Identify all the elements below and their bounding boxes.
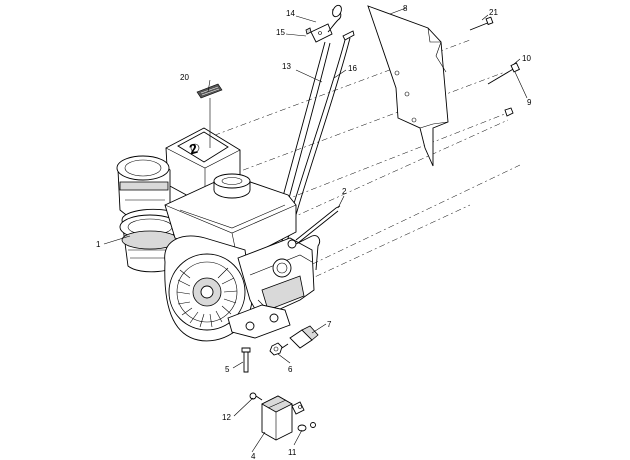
decal xyxy=(196,83,223,99)
nut-6 xyxy=(269,342,283,356)
callout-12: 12 xyxy=(222,413,231,422)
lower-bracket-assembly xyxy=(249,392,316,441)
callout-21: 21 xyxy=(489,8,498,17)
oil-sensor xyxy=(281,325,319,349)
callout-13: 13 xyxy=(282,62,291,71)
callout-5: 5 xyxy=(225,365,230,374)
callout-6: 6 xyxy=(288,365,293,374)
callout-15: 15 xyxy=(276,28,285,37)
callout-9: 9 xyxy=(527,98,532,107)
callout-10: 10 xyxy=(522,54,531,63)
bolt-10 xyxy=(487,62,521,85)
callout-20: 20 xyxy=(180,73,189,82)
callout-14: 14 xyxy=(286,9,295,18)
callout-4: 4 xyxy=(251,452,256,460)
callout-7: 7 xyxy=(327,320,332,329)
nut-9 xyxy=(504,107,514,117)
callouts: 1 2 4 5 6 7 8 9 10 11 12 13 14 15 16 20 … xyxy=(96,4,532,460)
callout-8: 8 xyxy=(403,4,408,13)
bolt-5 xyxy=(241,347,251,373)
callout-16: 16 xyxy=(348,64,357,73)
callout-2: 2 xyxy=(342,187,347,196)
engine-assembly: 2 xyxy=(116,127,321,342)
svg-text:2: 2 xyxy=(187,140,199,158)
cable-bracket xyxy=(305,4,355,43)
callout-11: 11 xyxy=(288,448,297,457)
bolt-21 xyxy=(469,16,494,31)
callout-1: 1 xyxy=(96,240,101,249)
mounting-plate xyxy=(367,5,449,167)
leader-lines xyxy=(103,7,528,453)
